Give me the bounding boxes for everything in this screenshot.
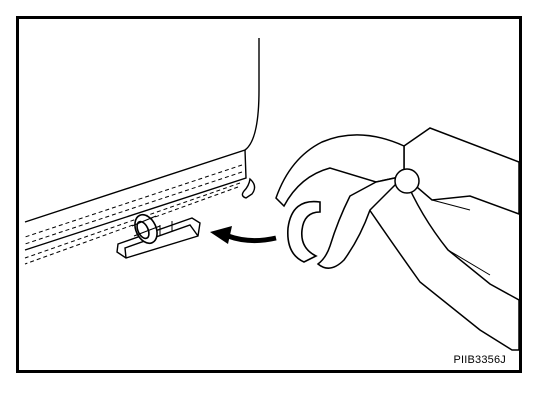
- door-panel: [24, 38, 260, 251]
- figure-code: PIIB3356J: [453, 354, 506, 366]
- installed-clip-icon: [131, 213, 161, 245]
- direction-arrow-icon: [210, 226, 277, 244]
- trim-dashed-line: [24, 164, 243, 265]
- pliers-icon: [275, 127, 520, 351]
- held-clip-icon: [287, 200, 321, 263]
- clip-hole-icon: [241, 177, 256, 199]
- rod-holder-icon: [116, 217, 201, 259]
